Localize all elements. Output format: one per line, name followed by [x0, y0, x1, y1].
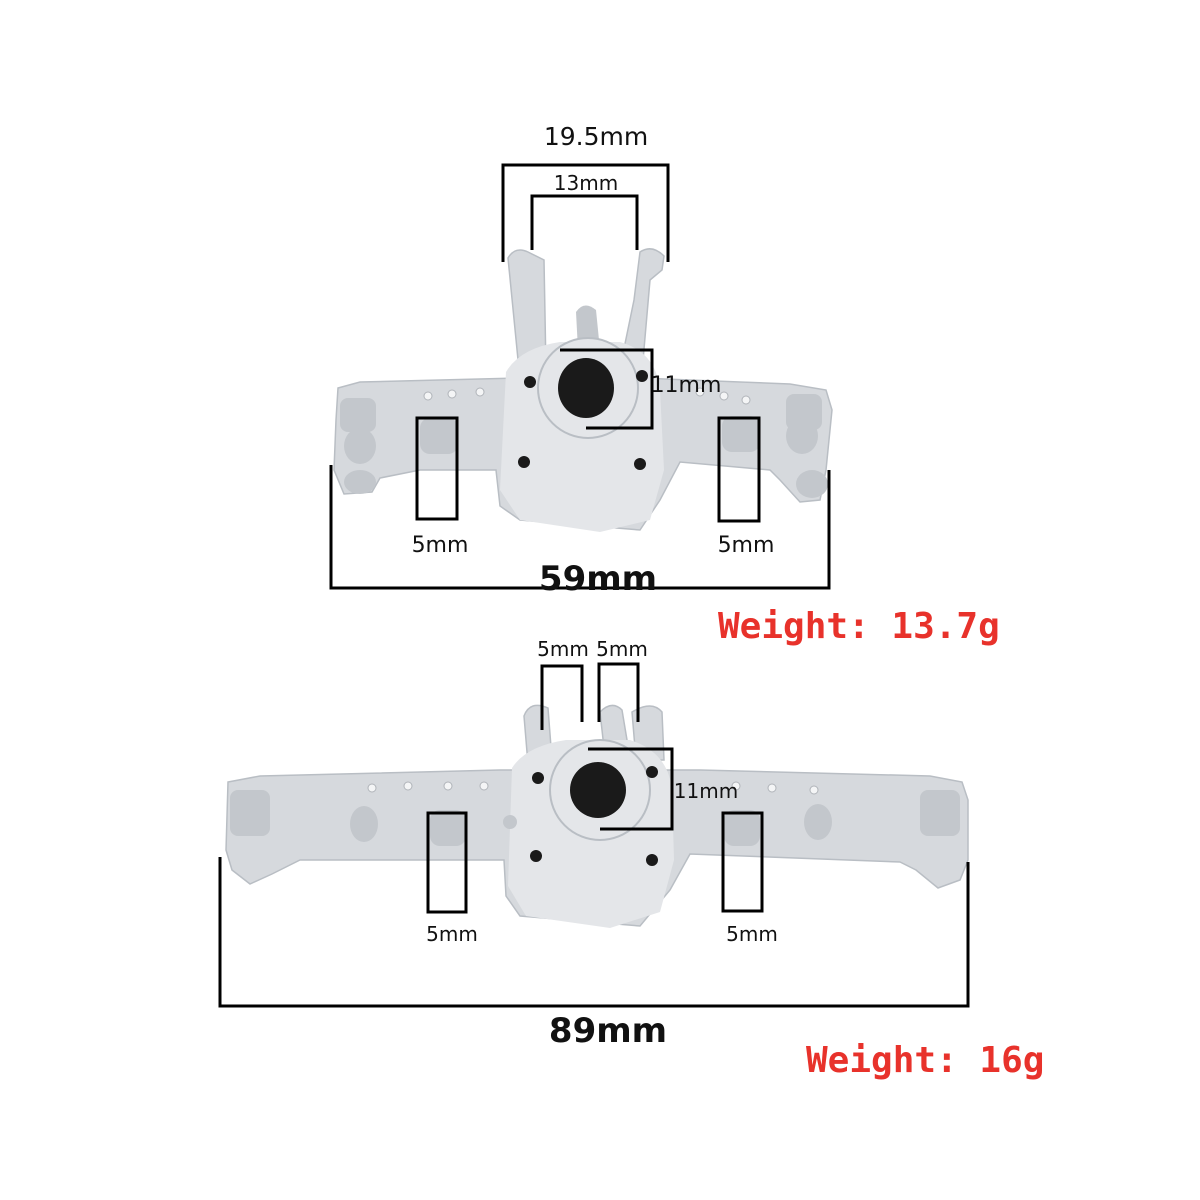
- rear-top-right-label: 5mm: [596, 637, 648, 661]
- front-top-outer-label: 19.5mm: [544, 122, 648, 151]
- front-top-outer-bracket: [501, 163, 670, 262]
- rear-right-mount-label: 5mm: [726, 922, 778, 946]
- rear-bore-label: 11mm: [674, 779, 738, 803]
- front-bore-bracket: [560, 348, 654, 430]
- rear-top-right-bracket: [597, 662, 640, 722]
- front-top-inner-label: 13mm: [554, 171, 618, 195]
- rear-top-left-bracket: [540, 664, 584, 730]
- front-overall-width-label: 59mm: [539, 559, 657, 599]
- front-top-inner-bracket: [530, 194, 639, 250]
- rear-overall-width-line: [218, 857, 970, 1008]
- front-weight-label: Weight: 13.7g: [718, 606, 1000, 647]
- front-left-mount-box: [415, 416, 459, 521]
- rear-weight-label: Weight: 16g: [806, 1040, 1044, 1081]
- front-dim-lines: [329, 163, 831, 590]
- rear-overall-width-label: 89mm: [549, 1011, 667, 1051]
- rear-axle-housing: [225, 704, 969, 928]
- rear-bore-bracket: [588, 747, 674, 831]
- rear-left-mount-label: 5mm: [426, 922, 478, 946]
- rear-right-mount-box: [721, 811, 764, 913]
- front-right-mount-box: [717, 416, 761, 523]
- front-axle-housing: [333, 248, 833, 532]
- rear-left-mount-box: [426, 811, 468, 914]
- front-right-mount-label: 5mm: [718, 533, 775, 558]
- front-overall-width-line: [329, 465, 831, 590]
- front-bore-label: 11mm: [651, 373, 722, 398]
- rear-top-left-label: 5mm: [537, 637, 589, 661]
- front-left-mount-label: 5mm: [412, 533, 469, 558]
- rear-dim-lines: [218, 662, 970, 1008]
